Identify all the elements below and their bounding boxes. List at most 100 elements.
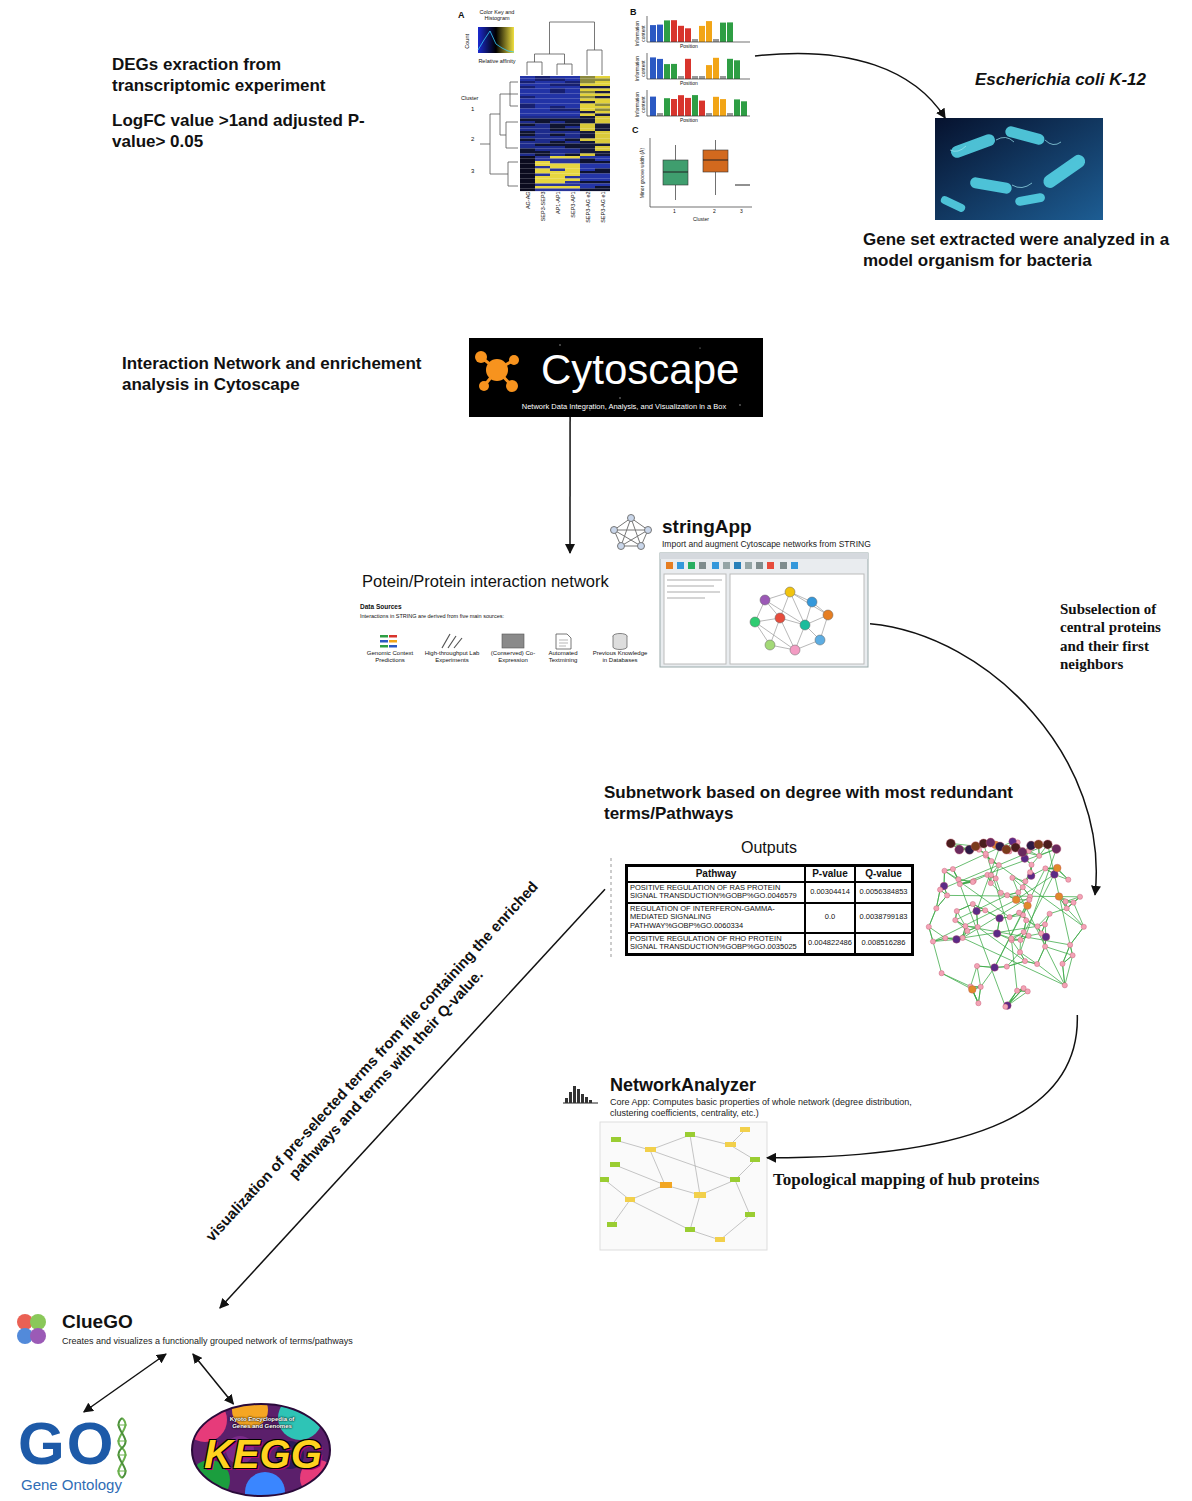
network-node (1043, 944, 1048, 949)
boxplot-axes (650, 138, 752, 207)
motif-bar (699, 101, 705, 116)
axis-title: Count (464, 26, 471, 56)
network-node (998, 890, 1003, 895)
table-cell: 0.0056384853 (855, 882, 912, 903)
network-node (956, 877, 961, 882)
tick-label: 3 (740, 208, 743, 214)
heatmap-cell (580, 106, 595, 109)
network-node (1009, 936, 1014, 941)
network-node (1062, 983, 1067, 988)
heatmap-cell (535, 154, 550, 157)
heatmap-cell (535, 139, 550, 142)
heatmap-cell (595, 181, 610, 184)
networkanalyzer-screenshot (625, 1197, 635, 1202)
networkanalyzer-screenshot (607, 1222, 617, 1227)
table-title: Outputs (741, 838, 797, 858)
heatmap-cell (565, 89, 580, 92)
network-node (1034, 840, 1043, 849)
heatmap-cell (580, 184, 595, 187)
cytoscape-logo (469, 338, 763, 417)
heatmap-cell (550, 111, 565, 114)
heatmap-cell (580, 119, 595, 122)
heatmap-cell (520, 129, 535, 132)
heatmap-cell (565, 94, 580, 97)
networkanalyzer-icon (577, 1089, 580, 1103)
heatmap-cell (580, 86, 595, 89)
motif-bar (664, 20, 670, 42)
heatmap-cell (595, 166, 610, 169)
dna-helix (117, 1418, 127, 1478)
heatmap-cell (565, 184, 580, 187)
heatmap-cell (520, 106, 535, 109)
bacteria-image (1041, 152, 1088, 190)
cytoscape-window (667, 580, 722, 598)
network-node (953, 936, 961, 944)
heatmap-cell (580, 96, 595, 99)
network-node (973, 907, 981, 915)
network-edges (929, 842, 1084, 1007)
networkanalyzer-screenshot (610, 1162, 620, 1167)
heatmap-cell (580, 79, 595, 82)
heatmap-cell (595, 171, 610, 174)
table-cell: 0.008516286 (855, 933, 912, 954)
heatmap-cell (535, 76, 550, 79)
cytoscape-window (666, 562, 673, 569)
heatmap-cell (520, 136, 535, 139)
network-node (975, 924, 980, 929)
table-header: Pathway (627, 866, 805, 882)
motif-bar (650, 25, 656, 42)
network-node (1018, 937, 1023, 942)
connector-arrow (569, 417, 571, 553)
network-node (1068, 942, 1073, 947)
data-source-icons (389, 645, 397, 648)
step-heading: Subnetwork based on degree with most red… (604, 783, 1024, 824)
heatmap-cell (595, 151, 610, 154)
table-header: Q-value (855, 866, 912, 882)
heatmap-cell (565, 119, 580, 122)
heatmap-cell (565, 139, 580, 142)
heatmap-cell (595, 126, 610, 129)
heatmap-cell (535, 106, 550, 109)
heatmap-cell (580, 164, 595, 167)
heatmap-cell (565, 86, 580, 89)
heading-text: LogFC value >1and adjusted P-value> 0.05 (112, 111, 372, 152)
dna-helix (117, 1425, 127, 1471)
heatmap-cell (565, 99, 580, 102)
network-node (926, 924, 931, 929)
networkanalyzer-screenshot (600, 1122, 767, 1250)
heatmap-cell (580, 76, 595, 79)
cytoscape-logo (475, 351, 487, 363)
outputs-table-box: OutputsPathwayP-valueQ-valuePOSITIVE REG… (605, 838, 915, 960)
heatmap-cell (520, 144, 535, 147)
heatmap-cell (550, 166, 565, 169)
cytoscape-logo (619, 397, 620, 398)
stringapp-icon (638, 543, 645, 550)
heatmap-cell (595, 189, 610, 192)
heatmap-cell (565, 121, 580, 124)
heatmap-cell (595, 146, 610, 149)
histogram (478, 31, 514, 52)
heatmap-cell (535, 129, 550, 132)
heatmap-cell (535, 166, 550, 169)
data-source-icons (442, 634, 462, 648)
heatmap-cell (520, 121, 535, 124)
heatmap-cell (520, 184, 535, 187)
heatmap-cell (565, 111, 580, 114)
network-node (953, 918, 958, 923)
data-source-icons (502, 634, 524, 648)
networkanalyzer-screenshot (750, 1157, 760, 1162)
cytoscape-window (745, 562, 752, 569)
cluster-number: 3 (471, 168, 474, 175)
heatmap-cell (550, 99, 565, 102)
heatmap-cell (595, 81, 610, 84)
kegg-logo: Kyoto Encyclopedia of Genes and GenomesK… (192, 1404, 330, 1496)
heatmap-cell (595, 129, 610, 132)
heatmap-cell (580, 171, 595, 174)
column-label: AP1-AP1 (554, 191, 561, 225)
source-caption: (Conserved) Co-Expression (485, 650, 541, 665)
bacteria-image (935, 118, 1103, 220)
heatmap-cell (535, 169, 550, 172)
networkanalyzer-screenshot (725, 1142, 736, 1147)
heatmap-cell (595, 136, 610, 139)
heading-text: DEGs exraction from transcriptomic exper… (112, 55, 372, 96)
